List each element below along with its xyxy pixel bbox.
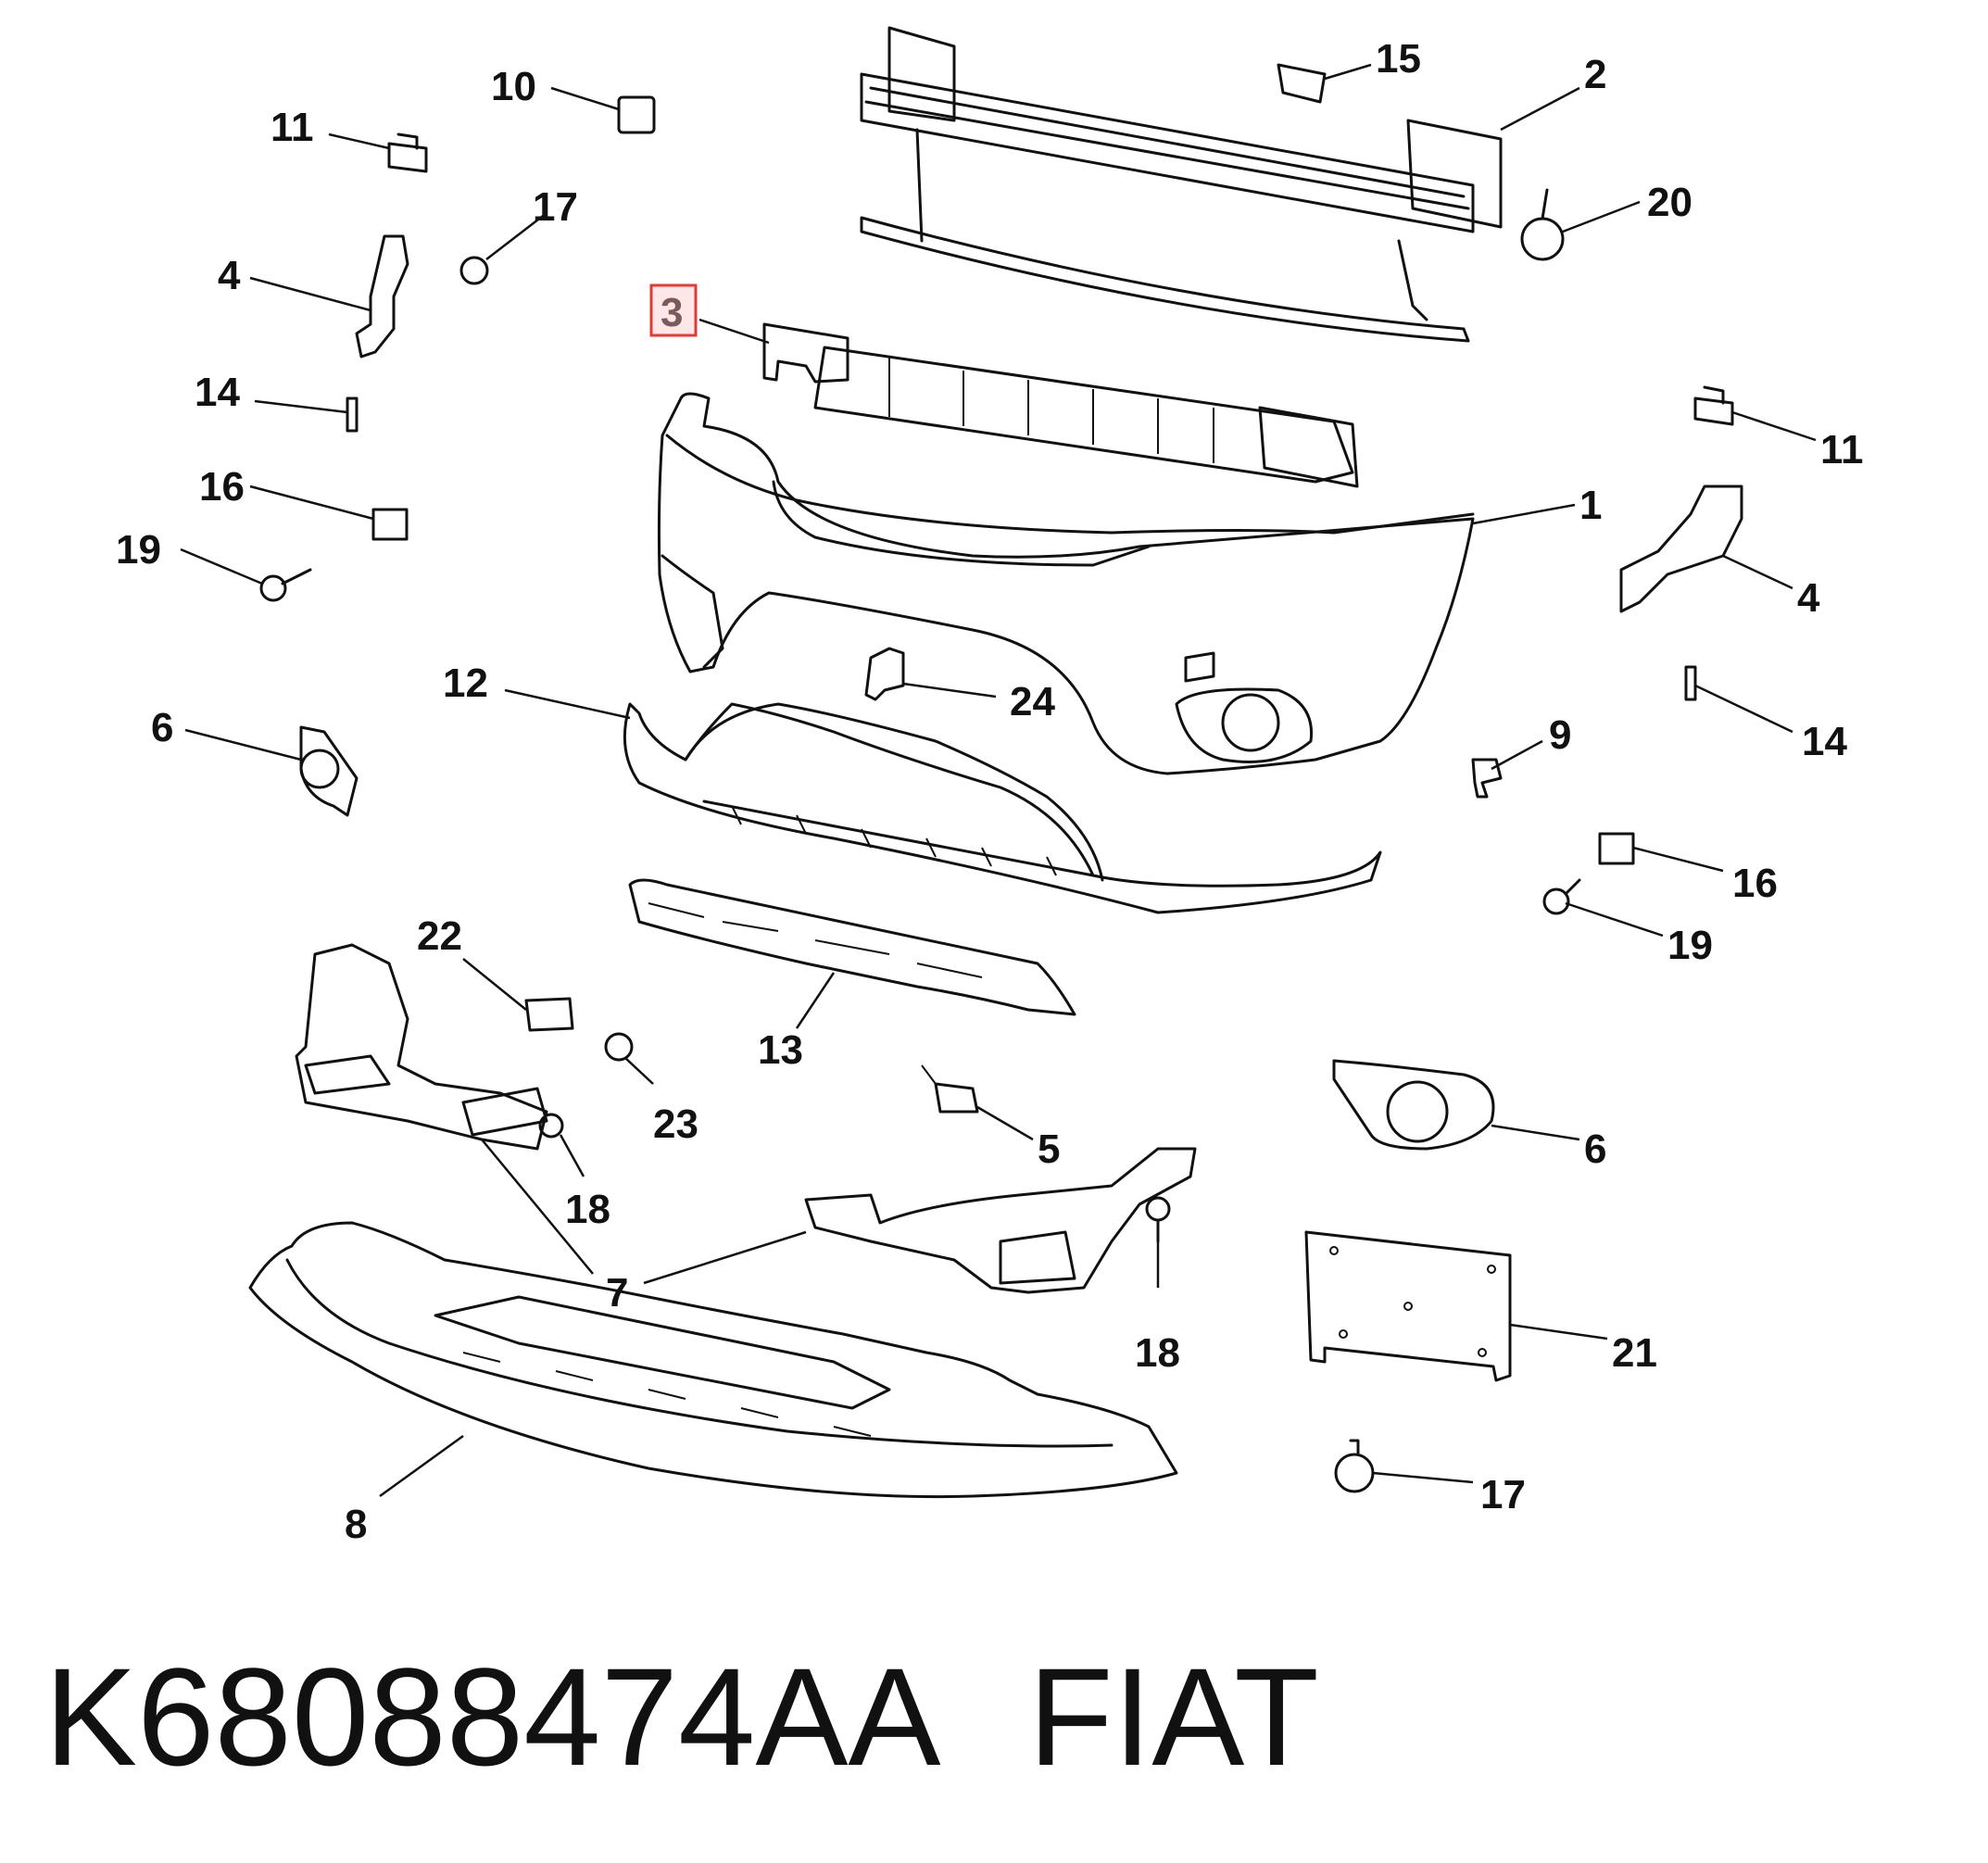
part-1-bumper-fascia	[657, 392, 1475, 775]
callout-14-left: 14	[195, 370, 240, 415]
part-2-reinforcement-beam	[860, 26, 1503, 343]
callout-1: 1	[1579, 483, 1602, 528]
part-7-bracket-right	[804, 1147, 1197, 1294]
callout-4-left: 4	[218, 253, 241, 298]
callout-7: 7	[606, 1270, 628, 1315]
leader-lines	[180, 63, 1817, 1498]
callout-4-right: 4	[1797, 575, 1820, 621]
part-13-skid-plate	[628, 878, 1076, 1016]
part-14-pin-left	[346, 397, 359, 433]
part-15-clip	[1277, 63, 1327, 104]
callout-15: 15	[1376, 36, 1421, 82]
part-22-pad	[524, 997, 574, 1032]
part-14-pin-right	[1684, 665, 1697, 701]
part-12-lower-bumper	[623, 702, 1382, 914]
part-21-license-plate-bracket	[1304, 1230, 1512, 1382]
part-11-nut-right	[1693, 385, 1734, 426]
part-3-energy-absorber	[762, 322, 1359, 488]
callout-11-right: 11	[1820, 427, 1864, 472]
callout-18-left: 18	[565, 1187, 610, 1232]
callout-5: 5	[1038, 1127, 1060, 1172]
callout-2: 2	[1584, 52, 1606, 97]
part-5-tow-cover	[921, 1064, 979, 1114]
callout-3-highlight-box	[649, 283, 698, 337]
part-16-nut-left	[371, 508, 409, 541]
part-6-fog-bezel-left	[299, 725, 359, 817]
callout-24: 24	[1010, 679, 1055, 724]
callout-labels: 1 2 3 4 4 5 6 6 7 8 9 10 11 11 12 13 14 …	[116, 36, 1864, 1547]
callout-3: 3	[661, 290, 683, 335]
part-18-bolt-left	[538, 1113, 564, 1139]
footer-brand: FIAT	[1028, 1639, 1319, 1794]
part-11-nut-left	[387, 132, 428, 173]
part-17-pushpin-left	[459, 256, 489, 285]
part-19-bolt-right	[1542, 878, 1581, 915]
callout-16-left: 16	[199, 464, 245, 510]
callout-10: 10	[491, 64, 536, 109]
part-6-fog-bezel-right	[1332, 1059, 1495, 1151]
callout-20: 20	[1647, 180, 1692, 225]
part-4-bracket-left	[355, 234, 409, 359]
callout-21: 21	[1612, 1330, 1657, 1376]
part-24-bracket	[864, 647, 905, 701]
part-4-bracket-right	[1619, 485, 1743, 613]
part-19-bolt-left	[259, 568, 312, 602]
callout-18-right: 18	[1135, 1330, 1180, 1376]
callout-6-right: 6	[1584, 1127, 1606, 1172]
callout-17-right: 17	[1480, 1472, 1526, 1517]
callout-19-left: 19	[116, 527, 161, 573]
callout-13: 13	[758, 1027, 803, 1073]
callout-17-left: 17	[533, 184, 578, 230]
callout-14-right: 14	[1802, 719, 1847, 764]
callout-9: 9	[1549, 712, 1571, 758]
callout-11-left: 11	[271, 105, 314, 150]
callout-16-right: 16	[1732, 861, 1778, 906]
part-17-pushpin-right	[1334, 1439, 1375, 1493]
footer-part-number: K68088474AA	[44, 1639, 941, 1794]
callout-19-right: 19	[1667, 923, 1713, 968]
part-8-splash-shield	[248, 1221, 1178, 1499]
callout-22: 22	[417, 913, 462, 959]
part-16-nut-right	[1598, 832, 1635, 865]
part-10-clip	[617, 95, 656, 134]
callout-6-left: 6	[151, 705, 173, 750]
part-18-bolt-right	[1145, 1196, 1171, 1243]
part-7-bracket-left	[295, 943, 548, 1151]
callout-23: 23	[653, 1101, 698, 1147]
part-9-clip	[1471, 758, 1503, 799]
part-20-nut	[1520, 188, 1565, 261]
callout-12: 12	[443, 661, 488, 706]
callout-8: 8	[345, 1502, 367, 1547]
part-23-clip	[604, 1032, 634, 1062]
